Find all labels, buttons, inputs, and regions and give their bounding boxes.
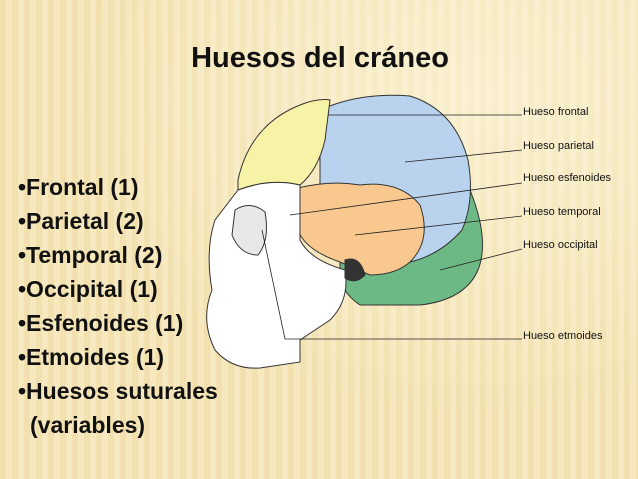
list-item: •Temporal (2) [18, 242, 163, 268]
list-item: •Esfenoides (1) [18, 310, 184, 336]
list-item-continuation: (variables) [30, 412, 146, 438]
label-occipital: Hueso occipital [523, 239, 598, 251]
label-esfenoides: Hueso esfenoides [523, 172, 612, 184]
temporal-bone [297, 182, 425, 276]
leader-line-occipital [439, 248, 523, 271]
label-frontal: Hueso frontal [523, 106, 589, 118]
list-item: •Huesos suturales [18, 378, 218, 404]
list-item: •Etmoides (1) [18, 344, 165, 370]
label-etmoides: Hueso etmoides [523, 330, 603, 342]
list-item: •Frontal (1) [18, 174, 139, 200]
bone-list: •Frontal (1) •Parietal (2) •Temporal (2)… [18, 170, 218, 442]
label-temporal: Hueso temporal [523, 206, 601, 218]
leader-line-etmoides [261, 229, 522, 340]
leader-line-esfenoides [289, 182, 523, 216]
orbit [231, 205, 267, 256]
list-item: •Occipital (1) [18, 276, 158, 302]
leader-line-temporal [354, 215, 523, 236]
leader-line-parietal [404, 149, 523, 163]
mastoid [344, 258, 366, 282]
label-parietal: Hueso parietal [523, 140, 594, 152]
list-item: •Parietal (2) [18, 208, 144, 234]
slide-title: Huesos del cráneo [191, 42, 449, 74]
frontal-bone [237, 99, 331, 191]
